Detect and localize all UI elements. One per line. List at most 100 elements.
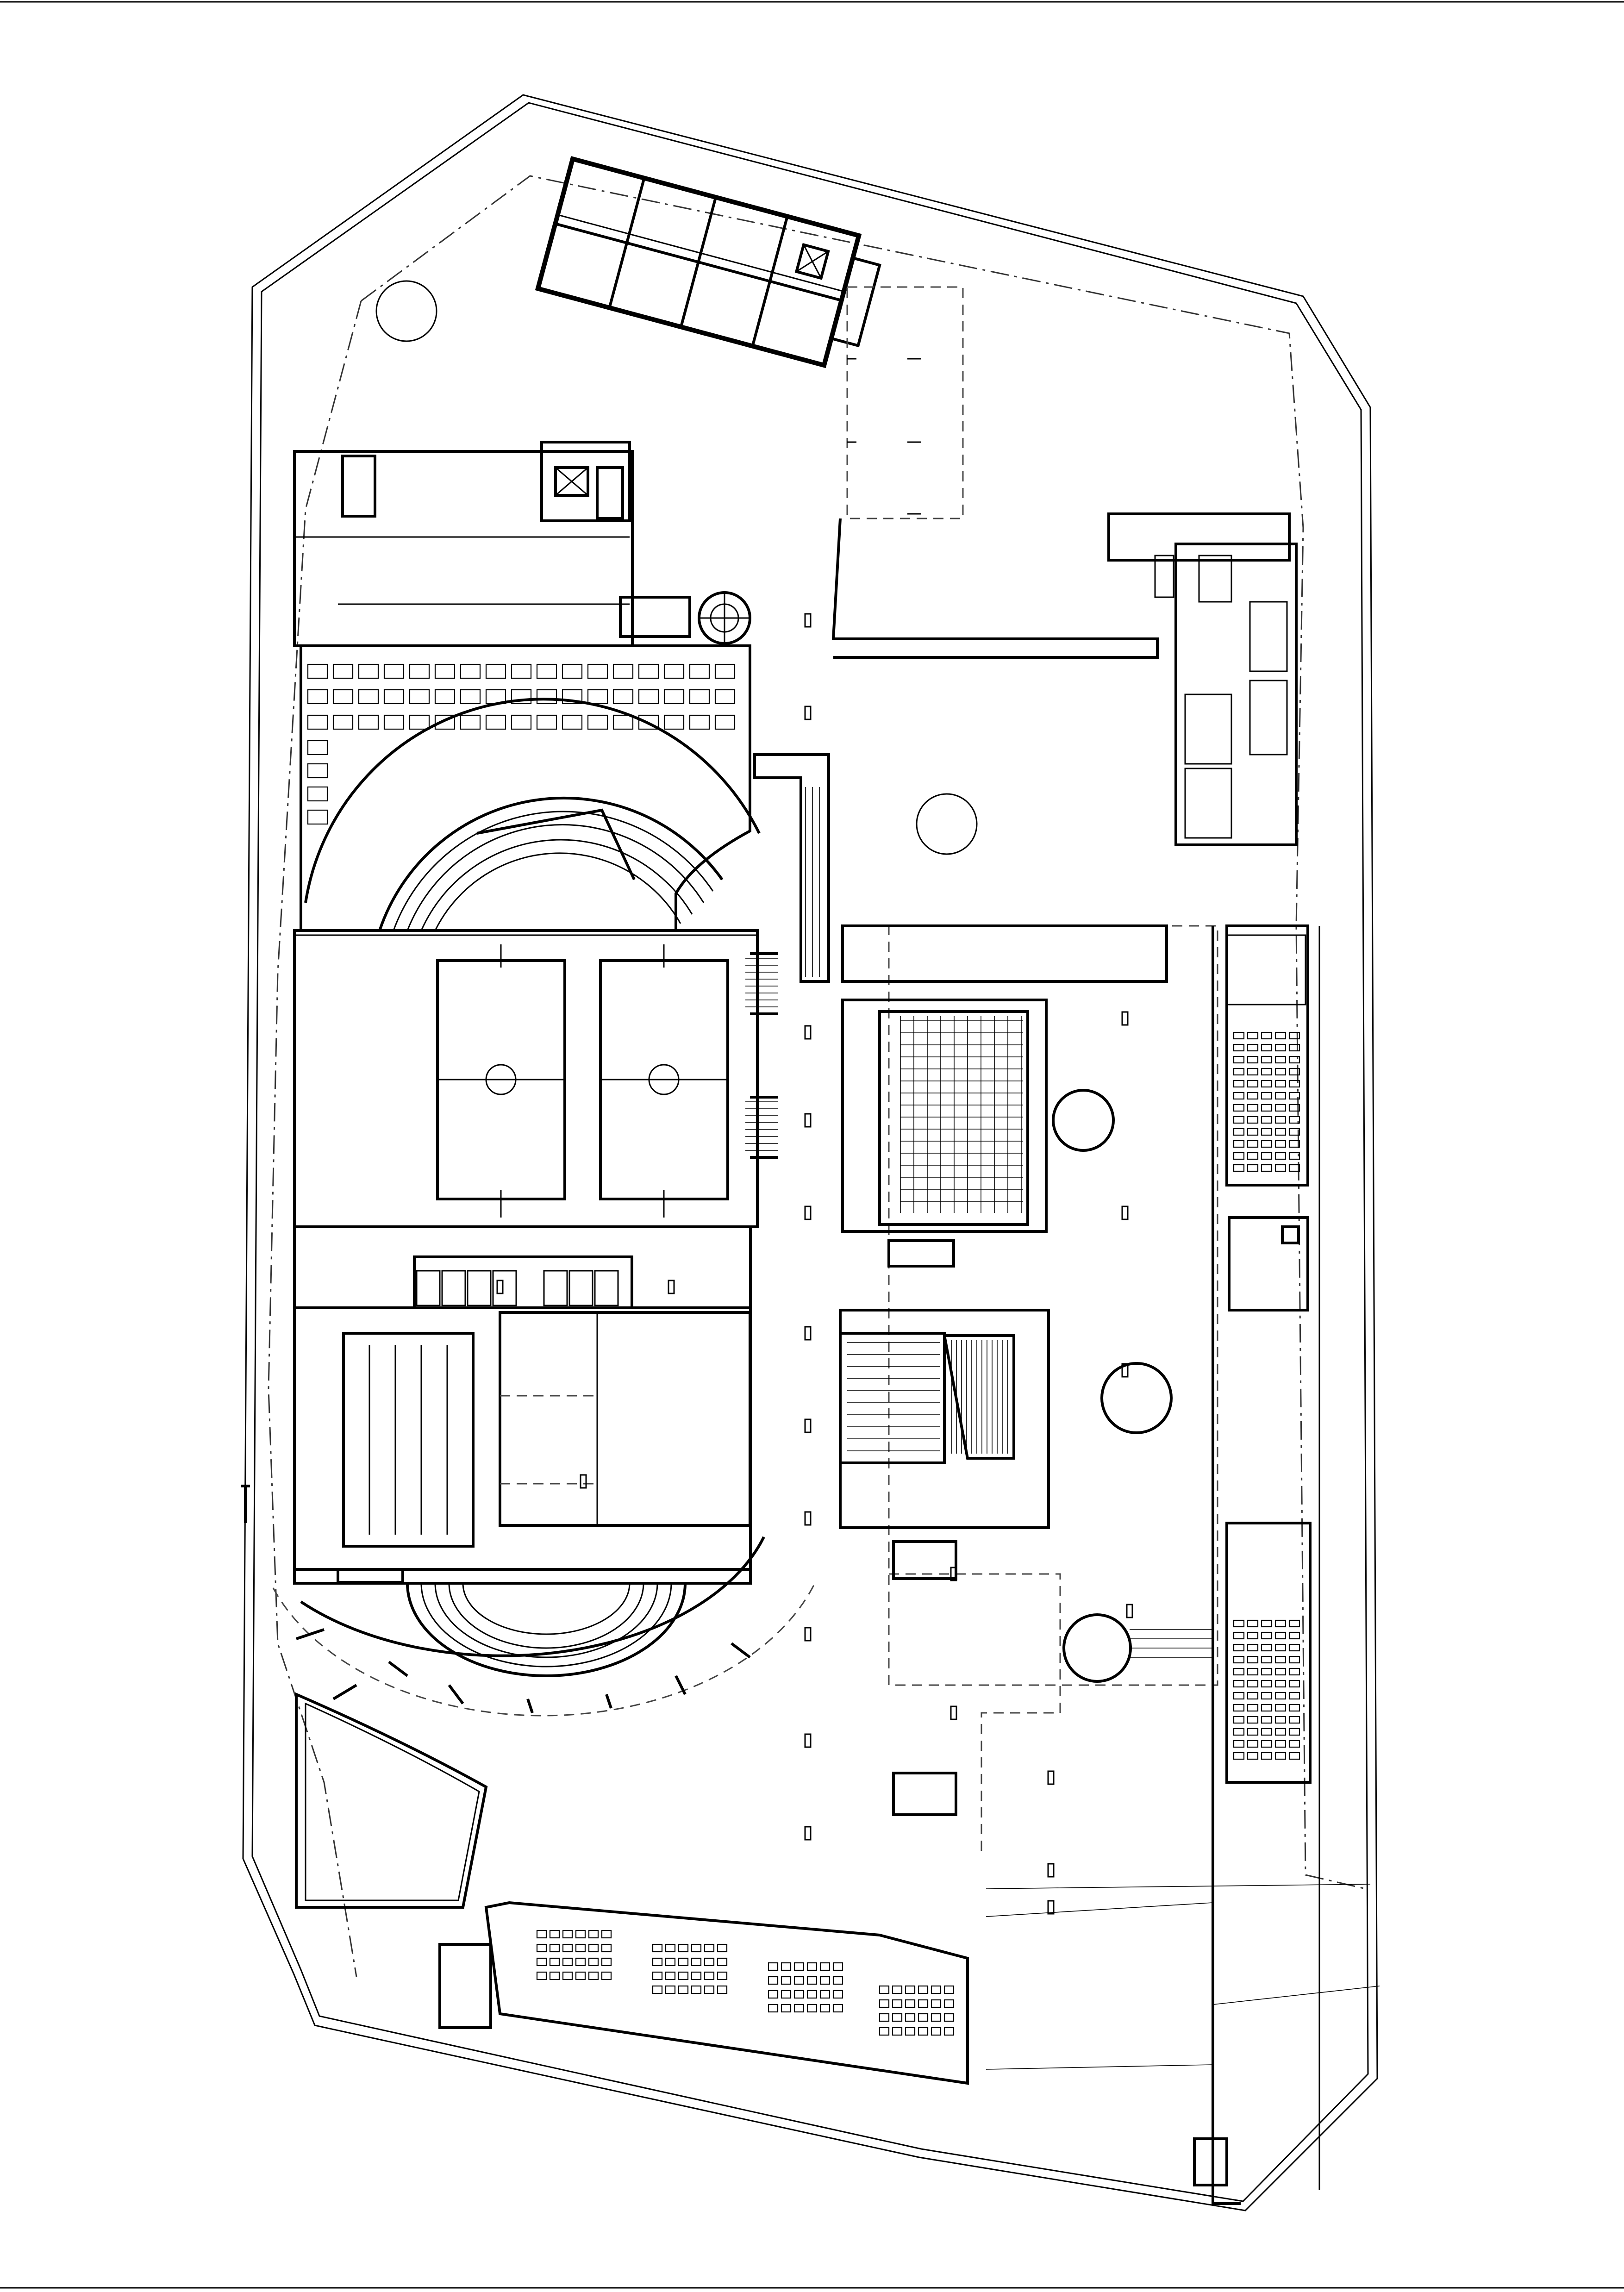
seat-mark [819,1976,831,1985]
seat-mark [678,1985,689,1994]
seat-mark [1247,1667,1259,1676]
seat-mark [832,1962,843,1971]
seat-mark [1288,1092,1300,1100]
seat-mark [1261,1692,1273,1700]
gym-seating-bowl [300,644,751,932]
seat-mark [781,1976,792,1985]
seat-mark [665,1971,676,1980]
round-feature-north [375,280,437,342]
seat-mark [580,1474,587,1489]
seat-mark [717,1943,728,1953]
seat-mark [536,1943,547,1953]
seat-mark [1247,1128,1259,1136]
seat-mark [1261,1055,1273,1064]
seat-mark [943,2027,955,2036]
seat-mark [1274,1031,1287,1040]
seat-mark [781,2004,792,2013]
seat-mark [587,663,608,679]
second-auditorium-rows [847,1340,1008,1454]
seat-mark [1288,1643,1300,1652]
seat-mark [1233,1031,1245,1040]
seat-mark [1233,1667,1245,1676]
pool-lanes [369,1345,448,1535]
gym-seating-arc-outer [304,698,761,903]
seat-mark [1261,1619,1273,1628]
site-boundary [242,94,1378,2211]
northeast-corridor [831,518,1159,659]
seat-mark [1233,1068,1245,1076]
seat-mark [1233,1704,1245,1712]
seat-mark [1274,1667,1287,1676]
seat-mark [575,1943,586,1953]
seat-mark [601,1957,612,1967]
seat-mark [1288,1080,1300,1088]
seat-mark [332,714,354,730]
seat-mark [1261,1740,1273,1748]
seat-mark [1121,1363,1129,1378]
northwest-hall-block [293,450,634,647]
seat-mark [1288,1152,1300,1160]
seat-mark [1261,1164,1273,1172]
seat-mark [804,1418,812,1433]
seat-mark [1233,1631,1245,1640]
seat-mark [689,663,710,679]
south-classroom-wing [484,1901,969,2085]
seat-mark [1247,1740,1259,1748]
seat-mark [1261,1704,1273,1712]
seat-mark [1247,1680,1259,1688]
seat-mark [1288,1031,1300,1040]
seat-mark [1247,1643,1259,1652]
seat-mark [806,1976,818,1985]
seat-mark [1261,1728,1273,1736]
seat-mark [892,1999,903,2008]
east-lecture-seats-north [1233,1031,1300,1172]
seat-mark [665,1985,676,1994]
seat-mark [1288,1055,1300,1064]
seat-mark [511,689,532,705]
seat-mark [1261,1092,1273,1100]
south-amphitheater-outer [406,1583,687,1677]
pool-hall [293,1225,752,1585]
seat-mark [1274,1680,1287,1688]
setback-line [361,175,1366,1890]
seat-mark [652,1971,663,1980]
seat-mark [918,1985,929,1994]
swimming-pool [342,1332,475,1548]
seat-mark [1261,1752,1273,1760]
seat-mark [1233,1728,1245,1736]
seat-mark [804,1627,812,1642]
seat-mark [496,1280,504,1294]
seat-mark [668,1280,675,1294]
seat-mark [717,1957,728,1967]
seat-mark [931,1999,942,2008]
seat-mark [879,2027,890,2036]
seat-mark [307,689,328,705]
seat-mark [804,1511,812,1526]
seat-mark [1233,1116,1245,1124]
seat-mark [1274,1704,1287,1712]
seat-mark [562,714,583,730]
seat-mark [691,1971,702,1980]
seat-mark [485,663,506,679]
seat-mark [804,1826,812,1841]
seat-mark [714,689,736,705]
seat-mark [691,1985,702,1994]
north-courtyard-columns [847,358,921,515]
seat-mark [307,786,328,802]
seat-mark [1233,1092,1245,1100]
seat-mark [1261,1043,1273,1052]
seat-mark [1288,1667,1300,1676]
seat-mark [663,689,685,705]
seat-mark [678,1971,689,1980]
seat-mark [1274,1116,1287,1124]
seat-mark [943,1999,955,2008]
seat-mark [832,1990,843,1999]
seat-mark [1288,1704,1300,1712]
seat-mark [1274,1631,1287,1640]
seat-mark [918,2013,929,2022]
rotunda-central [1100,1362,1173,1434]
seat-mark [832,2004,843,2013]
seat-mark [1261,1667,1273,1676]
seat-mark [1233,1716,1245,1724]
seat-mark [1274,1619,1287,1628]
